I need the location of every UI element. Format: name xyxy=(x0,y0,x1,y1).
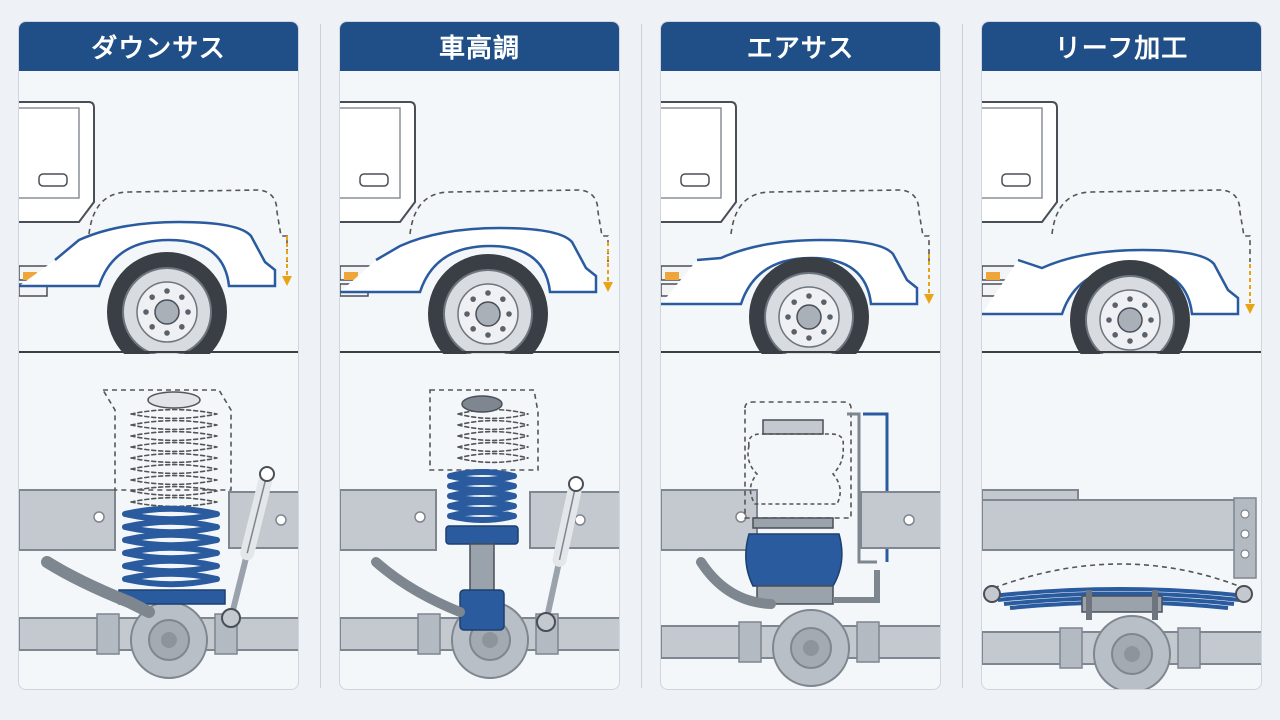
wheel xyxy=(107,252,227,372)
lowering-arrow xyxy=(282,236,292,286)
suspension-illustration xyxy=(982,101,1261,689)
air-line xyxy=(847,412,877,564)
panel-divider xyxy=(962,24,963,688)
door-handle xyxy=(359,173,389,187)
trailing-arm xyxy=(371,557,465,617)
chassis-frame xyxy=(340,489,437,551)
stock-fender-outline xyxy=(730,189,930,262)
shock-absorber xyxy=(221,466,275,628)
air-bag xyxy=(745,517,843,605)
wheel xyxy=(428,254,548,374)
stock-fender-outline xyxy=(1051,189,1251,262)
stock-spring-dashed xyxy=(130,391,218,508)
chassis-frame-long xyxy=(982,497,1257,579)
panel-leaf: リーフ加工 xyxy=(981,21,1262,690)
chassis-frame xyxy=(19,489,116,551)
axle xyxy=(661,609,940,687)
panel-title: リーフ加工 xyxy=(982,22,1261,71)
panel-title: エアサス xyxy=(661,22,940,71)
panel-divider xyxy=(641,24,642,688)
lowered-fender-outline xyxy=(340,226,598,294)
panel-divider xyxy=(320,24,321,688)
stock-fender-outline xyxy=(88,189,288,262)
stock-spring-outline xyxy=(101,389,232,491)
trailing-arm xyxy=(696,557,776,609)
side-marker-lamp xyxy=(23,272,37,280)
modified-leaf-spring xyxy=(983,585,1253,620)
wheel xyxy=(749,257,869,377)
shock-absorber xyxy=(536,476,584,632)
panel-downsus: ダウンサス xyxy=(18,21,299,690)
stock-leaf-outline xyxy=(993,563,1245,589)
door-handle xyxy=(38,173,68,187)
lowered-fender-outline xyxy=(661,238,919,306)
panel-airsus: エアサス xyxy=(660,21,941,690)
lowered-coil-spring xyxy=(118,505,226,605)
spring-seat-lock-ring xyxy=(445,525,519,545)
lowering-arrow xyxy=(1245,264,1255,314)
panel-coilover: 車高調 xyxy=(339,21,620,690)
panel-title: ダウンサス xyxy=(19,22,298,71)
suspension-illustration xyxy=(661,101,940,687)
lowering-arrow xyxy=(924,254,934,304)
panel-title: 車高調 xyxy=(340,22,619,71)
suspension-illustration xyxy=(340,101,619,679)
suspension-illustration xyxy=(19,101,298,679)
stock-fender-outline xyxy=(409,189,609,262)
lowered-fender-outline xyxy=(19,220,277,288)
axle xyxy=(19,601,298,679)
side-marker-lamp xyxy=(344,272,358,280)
chassis-frame xyxy=(661,489,758,551)
stock-spring-outline xyxy=(429,389,539,471)
stock-spring-dashed xyxy=(457,408,529,464)
stock-airbag-outline xyxy=(744,401,852,519)
side-marker-lamp xyxy=(986,272,1000,280)
door-handle xyxy=(680,173,710,187)
wheel xyxy=(1070,260,1190,380)
trailing-arm xyxy=(41,556,155,618)
door-handle xyxy=(1001,173,1031,187)
axle xyxy=(982,615,1261,689)
coilover-spring xyxy=(445,469,519,631)
truck-cab xyxy=(982,101,1058,297)
lowering-arrow xyxy=(603,242,613,292)
side-marker-lamp xyxy=(665,272,679,280)
